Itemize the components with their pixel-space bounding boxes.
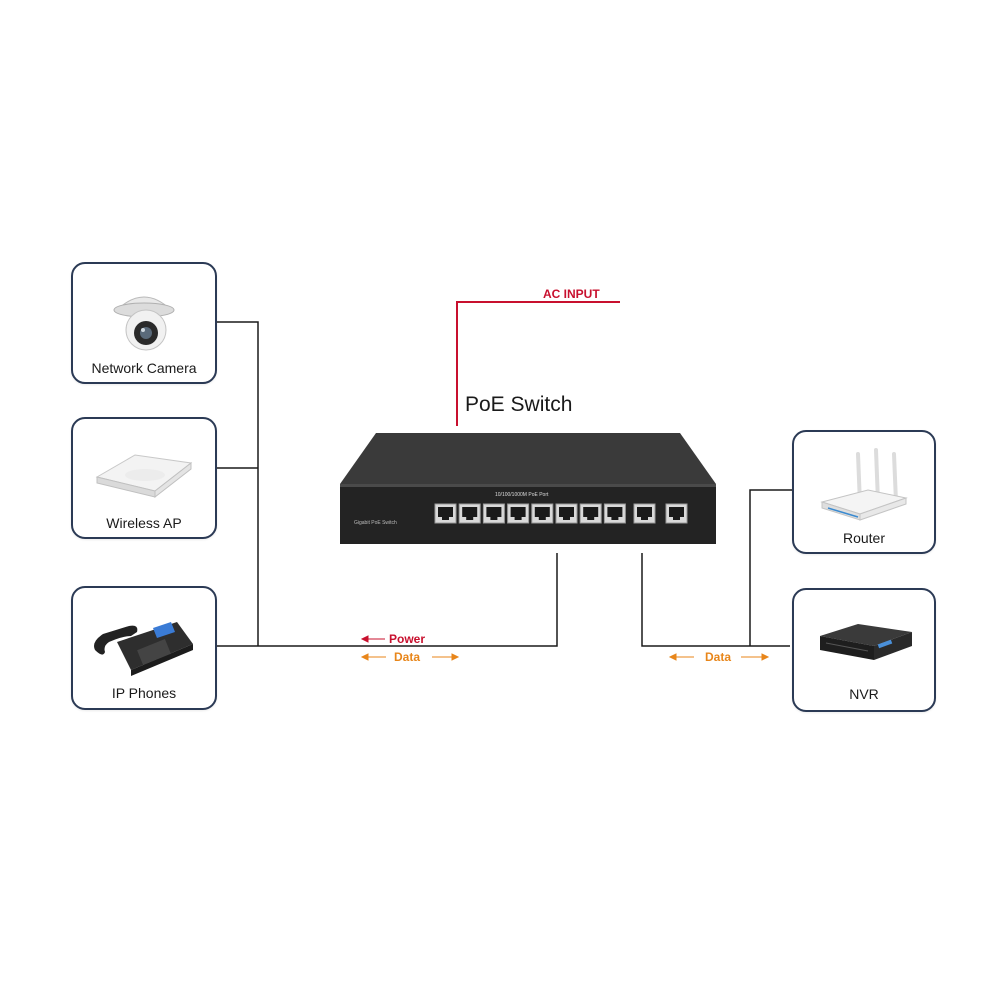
router-label: Router [842, 530, 886, 546]
poe-port-8 [603, 503, 626, 524]
data-flow-label-right: Data [705, 650, 732, 664]
nvr-card: NVR [792, 588, 936, 712]
switch-top [340, 433, 716, 484]
wireless-ap-card: Wireless AP [71, 417, 217, 539]
port-header-text: 10/100/1000M PoE Port [495, 492, 549, 498]
poe-switch-title: PoE Switch [465, 393, 573, 416]
ac-input-line [456, 301, 620, 426]
dome-camera-icon [113, 296, 175, 351]
poe-port-4 [507, 503, 530, 524]
ac-input-label: AC INPUT [543, 287, 600, 301]
poe-port-1 [434, 503, 457, 524]
uplink-port-2 [665, 503, 688, 524]
uplink-port-1 [633, 503, 656, 524]
poe-port-6 [555, 503, 578, 524]
left-flow-arrows [360, 635, 460, 661]
switch-brand-text: Gigabit PoE Switch [354, 520, 397, 526]
nvr-label: NVR [849, 686, 879, 702]
poe-switch: Gigabit PoE Switch 10/100/1000M PoE Port [340, 433, 716, 544]
poe-port-2 [458, 503, 481, 524]
right-flow-arrows [668, 653, 770, 661]
uplink-port-group [633, 503, 688, 524]
wireless-ap-label: Wireless AP [106, 515, 182, 531]
data-arrow-left [360, 653, 460, 661]
poe-port-3 [482, 503, 505, 524]
power-arrow-left [360, 635, 385, 643]
power-flow-label: Power [389, 632, 426, 646]
router-cable [749, 489, 792, 646]
poe-port-5 [531, 503, 554, 524]
uplink-cable [641, 553, 790, 647]
camera-cable [216, 321, 259, 646]
phone-cable [216, 553, 558, 647]
router-card: Router [792, 430, 936, 554]
nvr-icon [820, 624, 912, 660]
network-camera-card: Network Camera [71, 262, 217, 384]
switch-front-highlight [340, 484, 716, 487]
network-camera-label: Network Camera [91, 360, 197, 376]
access-point-icon [95, 454, 193, 499]
router-icon [820, 448, 908, 521]
data-flow-label-left: Data [394, 650, 421, 664]
poe-port-7 [579, 503, 602, 524]
ip-phone-icon [94, 622, 193, 676]
right-cabling [641, 489, 792, 647]
ip-phones-label: IP Phones [111, 685, 177, 701]
left-cabling [216, 321, 558, 647]
poe-port-group [434, 503, 626, 524]
ip-phones-card: IP Phones [71, 586, 217, 710]
